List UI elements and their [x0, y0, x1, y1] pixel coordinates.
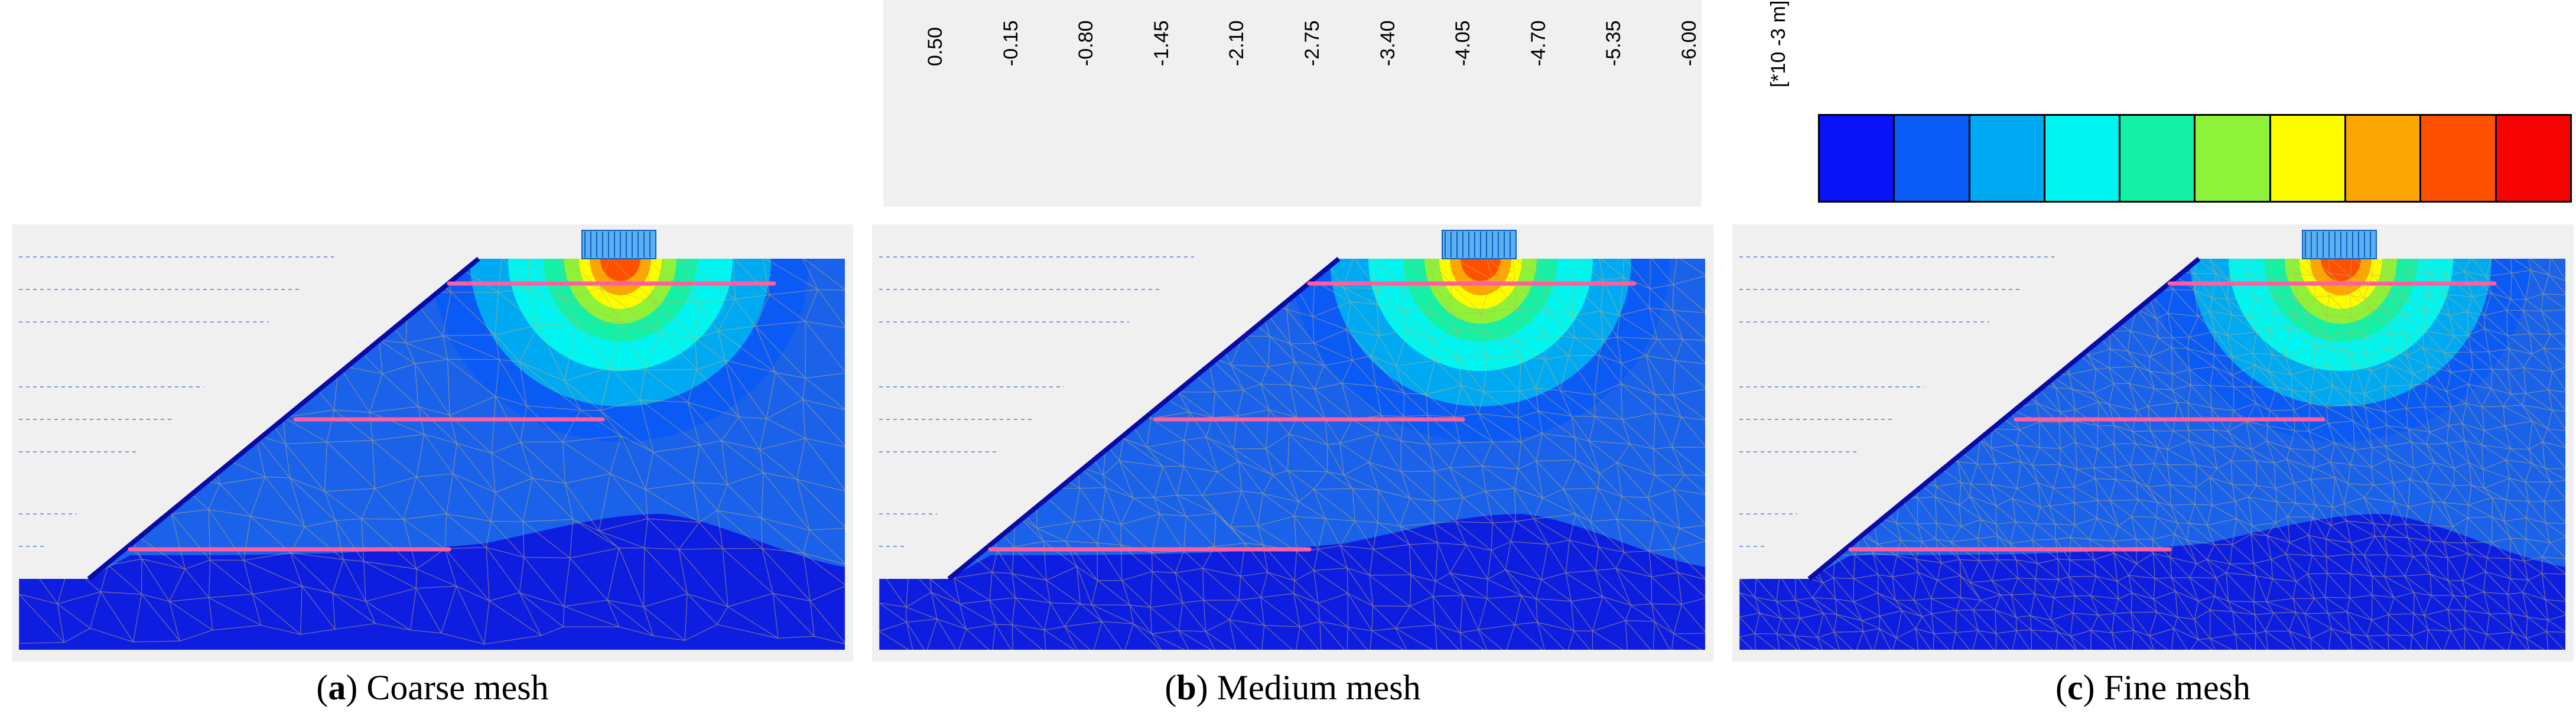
footing-load — [2302, 230, 2377, 259]
caption-label: Coarse mesh — [366, 668, 549, 707]
caption-letter: a — [328, 668, 346, 707]
legend-swatch — [2271, 116, 2347, 201]
contour-band — [2310, 259, 2372, 295]
caption-letter: b — [1176, 668, 1196, 707]
legend-tick-label: -4.05 — [1452, 20, 1475, 67]
caption-label: Medium mesh — [1217, 668, 1421, 707]
legend-unit-label: [*10 -3 m] — [1767, 0, 1790, 87]
bedrock-layer — [879, 514, 1705, 650]
slope-face — [1807, 256, 2201, 581]
legend-tick-label: -0.15 — [999, 20, 1022, 67]
contour-band — [1461, 259, 1501, 281]
caption-medium-mesh: (b) Medium mesh — [1165, 668, 1421, 707]
panel-coarse-mesh — [12, 224, 853, 662]
legend-tick-label: -2.75 — [1301, 20, 1323, 67]
contour-band — [1450, 259, 1511, 295]
caption-label: Fine mesh — [2103, 668, 2250, 707]
mesh-plot — [12, 224, 853, 662]
legend-swatch — [2045, 116, 2121, 201]
legend-swatches — [1818, 114, 2572, 203]
legend-swatch — [2421, 116, 2497, 201]
legend-tick-label: -2.10 — [1225, 20, 1248, 67]
legend-tick-label: -3.40 — [1376, 20, 1399, 67]
caption-letter: c — [2067, 668, 2083, 707]
slope-face — [947, 256, 1341, 581]
legend-swatch — [2346, 116, 2422, 201]
color-legend: [*10 -3 m] 0.50 -0.15 -0.80 -1.45 -2.10 -2.75… — [883, 0, 2572, 207]
legend-swatch — [2196, 116, 2271, 201]
legend-swatch — [1970, 116, 2045, 201]
legend-swatch — [2120, 116, 2196, 201]
legend-tick-label: -1.45 — [1150, 20, 1173, 67]
legend-swatch — [2496, 116, 2570, 201]
legend-tick-label: -5.35 — [1602, 20, 1625, 67]
footing-load — [581, 230, 656, 259]
panel-fine-mesh — [1732, 224, 2574, 662]
mesh-plot — [872, 224, 1713, 662]
legend-tick-label: 0.50 — [924, 27, 947, 66]
slope-face — [87, 256, 480, 581]
footing-load — [1442, 230, 1517, 259]
legend-tick-label: -0.80 — [1075, 20, 1098, 67]
contour-band — [600, 259, 640, 281]
caption-fine-mesh: (c) Fine mesh — [2055, 668, 2250, 707]
caption-coarse-mesh: (a) Coarse mesh — [316, 668, 549, 707]
legend-tick-label: -6.00 — [1678, 20, 1700, 67]
legend-swatch — [1820, 116, 1895, 201]
panel-medium-mesh — [872, 224, 1713, 662]
contour-band — [590, 259, 651, 295]
mesh-plot — [1732, 224, 2574, 662]
legend-tick-label: -4.70 — [1527, 20, 1550, 67]
legend-swatch — [1895, 116, 1970, 201]
